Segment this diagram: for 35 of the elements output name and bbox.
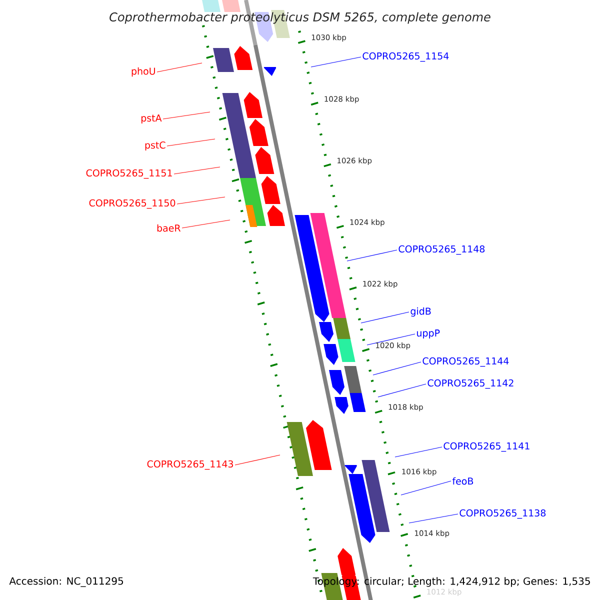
leader-line bbox=[372, 362, 422, 376]
leader-line bbox=[234, 454, 280, 466]
leader-line bbox=[408, 514, 458, 524]
leader-line bbox=[394, 446, 442, 458]
gene-label: COPRO5265_1138 bbox=[460, 509, 546, 519]
leader-line bbox=[174, 166, 220, 174]
gene-label: pstA bbox=[141, 114, 162, 124]
gene-label: COPRO5265_1150 bbox=[89, 199, 176, 209]
title: Coprothermobacter proteolyticus DSM 5265, complete genome bbox=[110, 12, 490, 24]
gene-label: phoU bbox=[132, 67, 155, 77]
topology-text: Topology: circular; Length: 1,424,912 bp; Genes: 1,535 bbox=[312, 577, 590, 587]
leader-line bbox=[176, 196, 226, 204]
gene-label: feoB bbox=[452, 477, 474, 485]
gene-label: COPRO5265_1142 bbox=[428, 379, 514, 389]
gene-label: COPRO5265_1143 bbox=[147, 460, 234, 470]
gene-label: uppP bbox=[417, 330, 440, 338]
leader-line bbox=[400, 480, 452, 496]
gene-label: COPRO5265_1148 bbox=[398, 245, 485, 255]
leader-line bbox=[156, 62, 202, 72]
leader-line bbox=[360, 312, 410, 324]
gene-label: COPRO5265_1154 bbox=[362, 52, 449, 62]
leader-line bbox=[310, 56, 362, 68]
leader-line bbox=[182, 220, 230, 228]
leader-line bbox=[378, 384, 426, 398]
gene-label: COPRO5265_1151 bbox=[86, 169, 172, 179]
gene-label: baeR bbox=[157, 224, 181, 232]
gene-label: gidB bbox=[410, 307, 431, 317]
leader-line bbox=[166, 138, 216, 146]
gene-label: pstC bbox=[145, 141, 166, 151]
accession-text: Accession: NC_011295 bbox=[9, 577, 124, 587]
leader-line bbox=[346, 250, 398, 262]
leader-line bbox=[162, 112, 210, 120]
gene-label: COPRO5265_1141 bbox=[444, 442, 530, 452]
leader-line bbox=[366, 334, 416, 346]
gene-label: COPRO5265_1144 bbox=[422, 357, 509, 367]
